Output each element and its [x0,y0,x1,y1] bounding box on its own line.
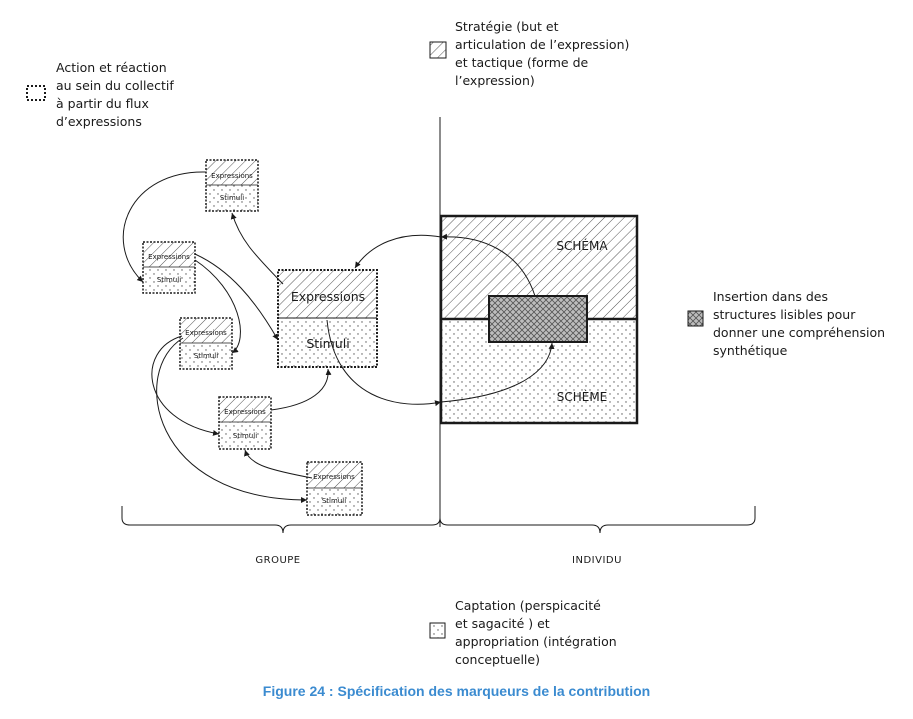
individu-label: INDIVIDU [572,555,622,566]
small-box-2-stimuli: Stimuli [157,276,181,284]
legend-insertion-line-4: synthétique [713,343,788,358]
schema-label: SCHÉMA [556,238,608,253]
legend-action-line-4: d’expressions [56,114,142,129]
figure-caption: Figure 24 : Spécification des marqueurs … [262,683,651,699]
insertion-core-box [488,295,588,343]
legend-strategie-line-1: Stratégie (but et [455,19,559,34]
small-box-2: Expressions Stimuli [142,241,196,294]
central-group-box: Expressions Stimuli [277,269,378,368]
small-box-3-expressions: Expressions [185,329,227,337]
small-box-4-stimuli: Stimuli [233,432,257,440]
central-box-stimuli: Stimuli [306,336,349,351]
small-box-5-expressions: Expressions [313,473,355,481]
dotted-outline-swatch-icon [26,85,46,101]
legend-action-line-3: à partir du flux [56,96,149,111]
legend-captation-line-3: appropriation (intégration [455,634,617,649]
crosshatch-swatch-icon [687,310,704,327]
central-box-expressions: Expressions [291,289,365,304]
connector-arrows [122,171,555,503]
small-box-4: Expressions Stimuli [218,396,272,450]
small-box-1-stimuli: Stimuli [220,194,244,202]
legend-captation-line-1: Captation (perspicacité [455,598,601,613]
scheme-label: SCHÈME [557,389,608,404]
small-box-3-stimuli: Stimuli [194,352,218,360]
legend-insertion-line-2: structures lisibles pour [713,307,856,322]
small-box-1-expressions: Expressions [211,172,253,180]
legend-captation-line-2: et sagacité ) et [455,616,550,631]
legend-strategie: Stratégie (but et articulation de l’expr… [429,19,629,88]
legend-insertion-line-3: donner une compréhension [713,325,885,340]
legend-strategie-line-2: articulation de l’expression) [455,37,629,52]
small-box-3: Expressions Stimuli [179,317,233,370]
small-box-5-stimuli: Stimuli [322,497,346,505]
small-box-2-expressions: Expressions [148,253,190,261]
individu-box: SCHÉMA SCHÈME [439,214,639,425]
hatch-swatch-icon [429,41,447,59]
small-box-1: Expressions Stimuli [205,159,259,212]
legend-strategie-line-4: l’expression) [455,73,535,88]
legend-strategie-line-3: et tactique (forme de [455,55,589,70]
legend-insertion-line-1: Insertion dans des [713,289,828,304]
small-box-5: Expressions Stimuli [306,461,363,516]
legend-captation: Captation (perspicacité et sagacité ) et… [429,598,617,667]
groupe-brace [121,506,441,534]
individu-brace [439,506,756,534]
legend-action: Action et réaction au sein du collectif … [26,60,174,129]
small-box-4-expressions: Expressions [224,408,266,416]
dots-swatch-icon [429,622,446,639]
legend-action-line-1: Action et réaction [56,60,167,75]
groupe-label: GROUPE [255,555,300,566]
legend-action-line-2: au sein du collectif [56,78,174,93]
legend-captation-line-4: conceptuelle) [455,652,540,667]
legend-insertion: Insertion dans des structures lisibles p… [687,289,885,358]
